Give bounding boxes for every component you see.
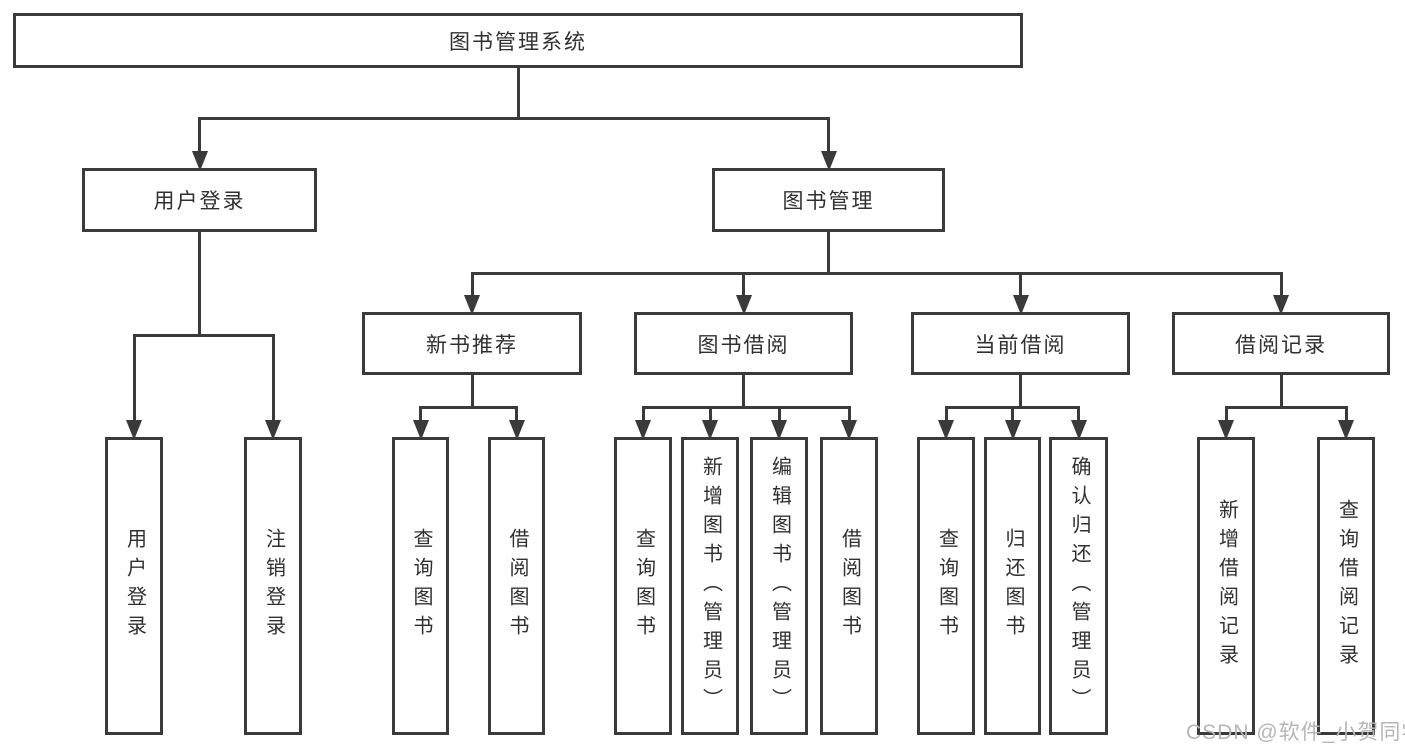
node-bw-edit: 编辑图书（管理员） <box>750 437 808 735</box>
arrowhead-icon <box>1004 420 1021 440</box>
csdn-watermark: CSDN @软件_小贺同学 <box>1186 721 1405 744</box>
node-bw-add: 新增图书（管理员） <box>681 437 739 735</box>
arrowhead-icon <box>265 420 281 440</box>
connector-line <box>1077 407 1080 422</box>
node-mgmt: 图书管理 <box>712 168 945 232</box>
node-v-login: 用户登录 <box>105 437 163 735</box>
connector-line <box>470 271 1283 275</box>
connector-line <box>944 407 948 422</box>
arrowhead-icon <box>635 420 651 440</box>
connector-line <box>470 273 474 297</box>
connector-line <box>419 407 422 422</box>
arrowhead-icon <box>1273 295 1289 315</box>
connector-line <box>132 335 136 422</box>
arrowhead-icon <box>1338 420 1354 440</box>
arrowhead-icon <box>412 420 429 440</box>
node-cur-confirm: 确认归还（管理员） <box>1049 437 1108 735</box>
connector-line <box>1019 273 1022 297</box>
connector-line <box>271 335 275 422</box>
connector-line <box>1279 374 1283 407</box>
connector-line <box>1279 273 1283 297</box>
node-bw-query: 查询图书 <box>614 437 672 735</box>
connector-line <box>515 407 518 422</box>
node-rec-query: 查询借阅记录 <box>1317 437 1375 735</box>
connector-line <box>1011 407 1014 422</box>
connector-line <box>742 273 745 297</box>
connector-line <box>1344 407 1348 422</box>
connector-line <box>198 116 830 120</box>
connector-line <box>641 407 645 422</box>
node-v-logout: 注销登录 <box>244 437 302 735</box>
node-bw-borrow: 借阅图书 <box>820 437 878 735</box>
connector-line <box>132 333 275 337</box>
connector-line <box>641 405 851 409</box>
connector-line <box>1019 374 1022 407</box>
connector-line <box>1224 405 1348 409</box>
arrowhead-icon <box>820 151 837 171</box>
connector-line <box>827 231 830 273</box>
arrowhead-icon <box>702 420 718 440</box>
node-borrow: 图书借阅 <box>634 312 853 375</box>
arrowhead-icon <box>735 295 752 315</box>
connector-line <box>198 231 201 335</box>
arrowhead-icon <box>1012 295 1029 315</box>
connector-line <box>777 407 781 422</box>
connector-line <box>847 407 851 422</box>
arrowhead-icon <box>841 420 857 440</box>
connector-line <box>1224 407 1228 422</box>
connector-line <box>419 405 518 409</box>
arrowhead-icon <box>191 151 208 171</box>
arrowhead-icon <box>508 420 525 440</box>
node-login: 用户登录 <box>82 168 317 232</box>
arrowhead-icon <box>1218 420 1234 440</box>
node-root: 图书管理系统 <box>13 13 1023 68</box>
node-current: 当前借阅 <box>911 312 1130 375</box>
arrowhead-icon <box>1070 420 1087 440</box>
node-newbook: 新书推荐 <box>362 312 582 375</box>
node-nb-borrow: 借阅图书 <box>488 437 545 735</box>
connector-line <box>470 374 474 407</box>
arrowhead-icon <box>464 295 480 315</box>
arrowhead-icon <box>938 420 954 440</box>
connector-line <box>198 118 201 153</box>
arrowhead-icon <box>126 420 142 440</box>
node-nb-query: 查询图书 <box>392 437 449 735</box>
arrowhead-icon <box>771 420 787 440</box>
connector-line <box>516 67 520 118</box>
node-cur-query: 查询图书 <box>917 437 975 735</box>
connector-line <box>708 407 712 422</box>
node-records: 借阅记录 <box>1172 312 1390 375</box>
node-cur-return: 归还图书 <box>984 437 1041 735</box>
node-rec-add: 新增借阅记录 <box>1197 437 1255 735</box>
connector-line <box>742 374 745 407</box>
connector-line <box>827 118 830 153</box>
